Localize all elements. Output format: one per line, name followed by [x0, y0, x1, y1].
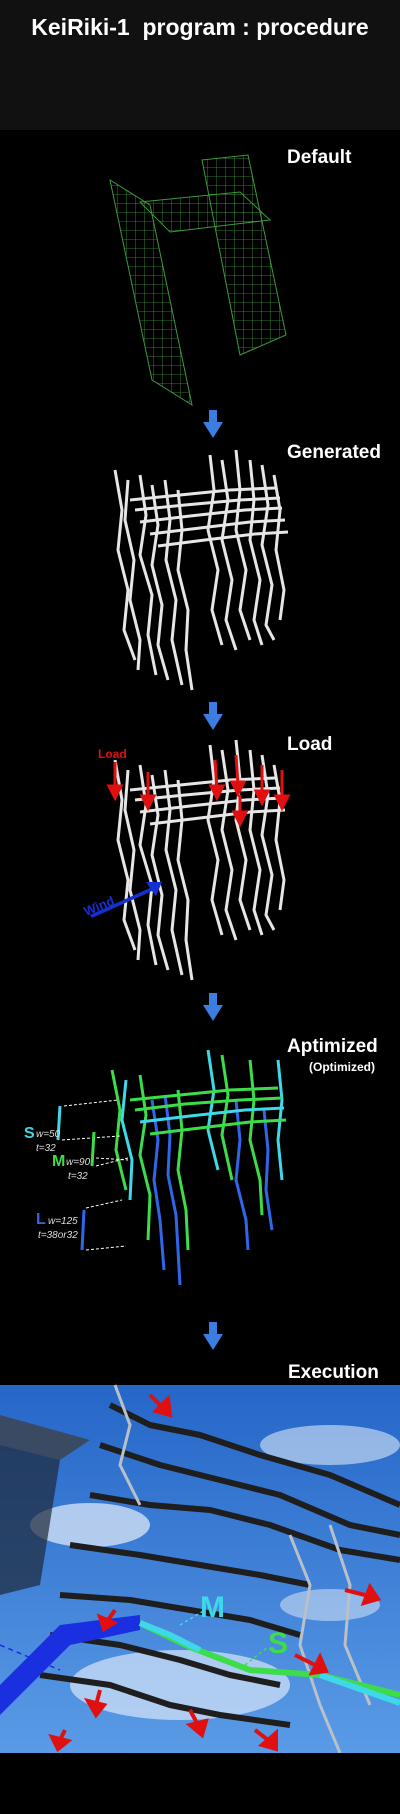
down-arrow-icon — [203, 702, 223, 730]
group-l-w: w=125 — [48, 1216, 78, 1227]
seat-panel — [138, 191, 272, 233]
generated-structure-diagram — [113, 449, 289, 691]
group-s-t: t=32 — [36, 1143, 56, 1154]
footer-band — [0, 1753, 400, 1814]
wind-arrow — [90, 882, 162, 918]
stage-label-load: Load — [287, 734, 333, 755]
stage-label-default: Default — [287, 147, 352, 168]
down-arrow-icon — [203, 993, 223, 1021]
left-panel — [109, 178, 193, 407]
load-arrows — [106, 754, 291, 828]
down-arrow-icon — [203, 410, 223, 438]
stage-label-optimized: Aptimized — [287, 1036, 378, 1057]
load-structure-diagram: Load Wind — [82, 739, 291, 981]
group-s-w: w=50 — [36, 1129, 61, 1140]
execution-s-label: S — [268, 1627, 288, 1660]
stage-label-execution: Execution — [288, 1362, 379, 1383]
group-l-t: t=38or32 — [38, 1230, 78, 1241]
group-s-letter: S — [24, 1125, 35, 1142]
page-title: KeiRiki-1 program : procedure — [31, 14, 369, 40]
group-l-letter: L — [36, 1211, 46, 1228]
group-m-w: w=90 — [66, 1157, 91, 1168]
execution-photo: M S — [0, 1384, 400, 1754]
right-panel — [201, 154, 287, 356]
group-m-t: t=32 — [68, 1171, 88, 1182]
down-arrow-icon — [203, 1322, 223, 1350]
l-bracket — [80, 1209, 86, 1251]
s-bracket — [56, 1105, 62, 1141]
optimized-structure-diagram: S w=50 t=32 M w=90 t=32 L w=125 t=38or32 — [24, 1049, 287, 1286]
group-m-letter: M — [52, 1153, 65, 1170]
default-grid-diagram — [109, 154, 287, 407]
stage-label-generated: Generated — [287, 442, 381, 463]
stage-sublabel-optimized: (Optimized) — [309, 1060, 375, 1074]
execution-m-label: M — [200, 1591, 225, 1624]
wind-label: Wind — [82, 893, 117, 919]
load-label: Load — [98, 747, 127, 761]
header-band: KeiRiki-1 program : procedure — [0, 0, 400, 130]
m-bracket — [90, 1131, 96, 1167]
